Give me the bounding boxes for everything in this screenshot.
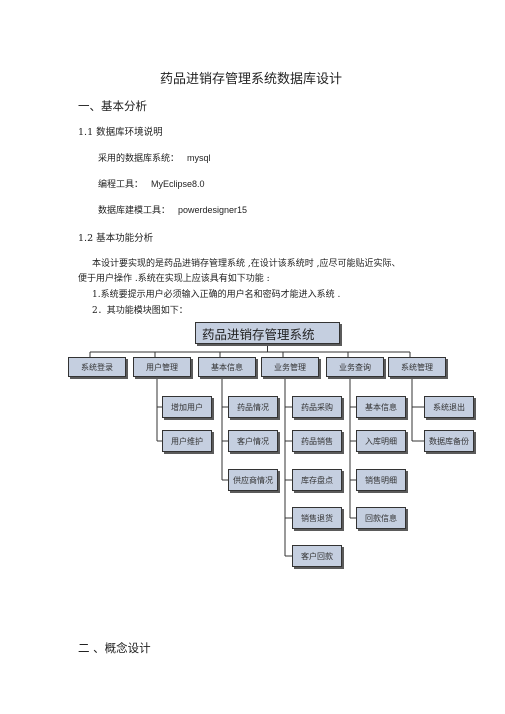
diagram-root-node: 药品进销存管理系统 — [195, 322, 340, 344]
submodule-node: 销售退货 — [292, 507, 342, 529]
paragraph-line: 本设计要实现的是药品进销存管理系统 ,在设计该系统时 ,应尽可能贴近实际、 — [92, 259, 401, 269]
module-node: 系统登录 — [68, 357, 126, 377]
env-label: 编程工具： — [98, 180, 144, 190]
submodule-node: 药品销售 — [292, 430, 342, 452]
env-value: MyEclipse8.0 — [151, 179, 205, 189]
env-label: 数据库建模工具： — [98, 206, 171, 216]
env-value: powerdesigner15 — [178, 205, 248, 215]
env-value: mysql — [187, 153, 211, 163]
subsection-heading-db-env: 1.1 数据库环境说明 — [78, 127, 163, 138]
submodule-node: 供应商情况 — [228, 469, 278, 491]
paragraph-line: 便于用户操作 .系统在实现上应该具有如下功能 : — [78, 274, 270, 284]
submodule-node: 销售明细 — [356, 469, 406, 491]
list-item: 1.系统要提示用户必须输入正确的用户名和密码才能进入系统 . — [92, 290, 341, 300]
submodule-node: 数据库备份 — [424, 430, 474, 452]
env-line-modeling-tool: 数据库建模工具： powerdesigner15 — [98, 203, 247, 216]
submodule-node: 药品情况 — [228, 396, 278, 418]
module-node: 业务管理 — [261, 357, 319, 377]
module-node: 系统管理 — [388, 357, 446, 377]
submodule-node: 入库明细 — [356, 430, 406, 452]
submodule-node: 回款信息 — [356, 507, 406, 529]
submodule-node: 用户维护 — [162, 430, 212, 452]
subsection-heading-functions: 1.2 基本功能分析 — [78, 233, 154, 244]
submodule-node: 基本信息 — [356, 396, 406, 418]
module-node: 基本信息 — [198, 357, 256, 377]
submodule-node: 客户情况 — [228, 430, 278, 452]
env-line-ide: 编程工具： MyEclipse8.0 — [98, 177, 205, 190]
section-heading-basic-analysis: 一、基本分析 — [78, 99, 147, 113]
submodule-node: 增加用户 — [162, 396, 212, 418]
section-heading-concept-design: 二 、概念设计 — [78, 641, 151, 655]
submodule-node: 库存盘点 — [292, 469, 342, 491]
env-label: 采用的数据库系统： — [98, 154, 180, 164]
module-node: 用户管理 — [133, 357, 191, 377]
submodule-node: 药品采购 — [292, 396, 342, 418]
env-line-database: 采用的数据库系统： mysql — [98, 151, 211, 164]
module-node: 业务查询 — [326, 357, 384, 377]
page-title: 药品进销存管理系统数据库设计 — [160, 72, 343, 87]
submodule-node: 客户回款 — [292, 545, 342, 567]
list-item: 2．其功能模块图如下： — [92, 306, 188, 316]
submodule-node: 系统退出 — [424, 396, 474, 418]
